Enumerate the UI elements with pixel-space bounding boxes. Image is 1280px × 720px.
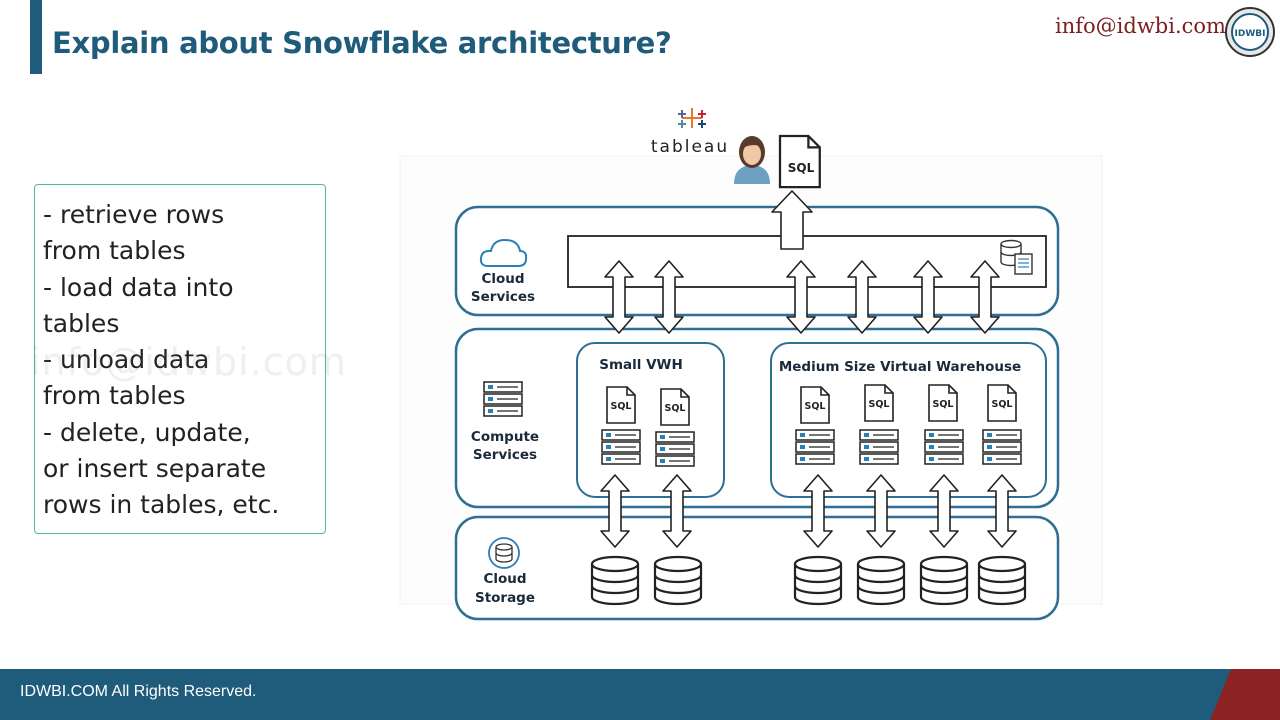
server-icon <box>795 429 835 465</box>
sql-label: SQL <box>869 399 890 410</box>
bullet-line: rows in tables, etc. <box>43 490 280 520</box>
bullet-line: - delete, update, <box>43 417 251 447</box>
bullet-line: from tables <box>43 381 186 411</box>
svg-text:IDWBI: IDWBI <box>1235 29 1266 39</box>
database-icon <box>919 555 969 606</box>
idwbi-logo: IDWBI <box>1225 7 1275 57</box>
tableau-wordmark: tableau <box>651 137 729 157</box>
database-icon <box>856 555 906 606</box>
title-accent-bar <box>30 0 42 74</box>
sql-label: SQL <box>992 399 1013 410</box>
bullet-line: - load data into <box>43 272 234 302</box>
user-avatar-icon <box>734 136 770 184</box>
sql-label: SQL <box>933 399 954 410</box>
database-icon <box>653 555 703 606</box>
footer-copyright: IDWBI.COM All Rights Reserved. <box>20 683 257 700</box>
client-sql-label: SQL <box>788 161 815 175</box>
metadata-icon <box>1000 239 1033 275</box>
server-icon <box>859 429 899 465</box>
small-vwh-title: Small VWH <box>599 357 683 373</box>
sql-label: SQL <box>611 401 632 412</box>
compute-server-icon <box>483 381 523 417</box>
server-icon <box>655 431 695 467</box>
bullet-line: tables <box>43 308 120 338</box>
database-icon <box>793 555 843 606</box>
storage-icon <box>488 537 520 569</box>
server-icon <box>924 429 964 465</box>
operations-textbox: - retrieve rows from tables - load data … <box>34 184 326 534</box>
page-title: Explain about Snowflake architecture? <box>52 26 672 60</box>
medium-vwh-box <box>770 342 1047 498</box>
result-arrow <box>771 190 813 250</box>
bullet-line: - unload data <box>43 345 210 375</box>
bullet-line: from tables <box>43 236 186 266</box>
server-icon <box>982 429 1022 465</box>
footer-bar <box>0 669 1280 720</box>
contact-email[interactable]: info@idwbi.com <box>1055 14 1226 38</box>
bullet-line: or insert separate <box>43 454 267 484</box>
sql-label: SQL <box>805 401 826 412</box>
cloud-icon <box>479 238 528 267</box>
medium-vwh-title: Medium Size Virtual Warehouse <box>779 359 1021 375</box>
server-icon <box>601 429 641 465</box>
sql-label: SQL <box>665 403 686 414</box>
bullet-line: - retrieve rows <box>43 200 225 229</box>
database-icon <box>590 555 640 606</box>
database-icon <box>977 555 1027 606</box>
watermark: info@idwbi.com <box>30 340 347 384</box>
tableau-logo-icon <box>678 108 706 128</box>
